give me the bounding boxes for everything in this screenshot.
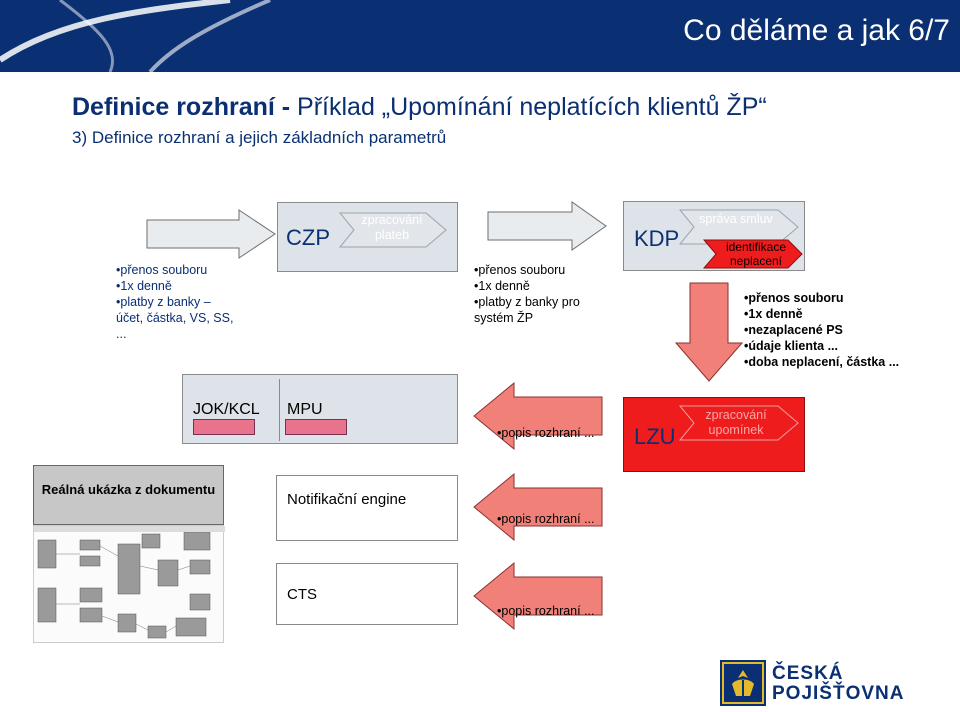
document-diagram-icon [34,526,225,639]
sample-document-thumbnail [33,525,225,643]
process-chevron-icon [338,212,447,248]
kdp-label: KDP [634,226,680,251]
left-bullet-list: přenos souboru 1x denně platby z banky –… [116,262,236,342]
bullet-item: přenos souboru [116,262,236,278]
logo-emblem-icon [722,662,764,704]
process-chevron-icon [702,239,803,269]
arrow-left-icon [473,472,603,542]
bullet-item: 1x denně [116,278,236,294]
mid-bullet-list: přenos souboru 1x denně platby z banky p… [474,262,614,326]
arrow-right-icon [487,201,607,251]
bullet-item: 1x denně [744,306,954,322]
jok-indicator [193,419,255,435]
page-subheading: 3) Definice rozhraní a jejich základních… [72,128,447,147]
kdp-arrow2-text: identifikace neplacení [725,240,787,268]
czp-label: CZP [286,225,330,250]
heading-bold: Definice rozhraní - [72,93,298,121]
logo-text: ČESKÁ POJIŠŤOVNA [772,664,904,704]
kdp-box: KDP správa smluv identifikace neplacení [623,201,805,271]
bullet-item: přenos souboru [474,262,614,278]
interface-description: popis rozhraní ... [497,512,594,526]
lzu-arrow-text: zpracování upomínek [705,408,767,437]
arrow-right-icon [146,209,276,259]
bullet-item: platby z banky pro systém ŽP [474,294,614,326]
interface-description: popis rozhraní ... [497,426,594,440]
sample-title: Reálná ukázka z dokumentu [41,482,216,497]
cts-box: CTS [276,563,458,625]
notification-engine-label: Notifikační engine [287,491,407,508]
jok-label: JOK/KCL [193,401,260,418]
slide-title: Co děláme a jak 6/7 [683,14,950,47]
notification-engine-box: Notifikační engine [276,475,458,541]
czp-box: CZP zpracování plateb [277,202,458,272]
logo-line1: ČESKÁ [772,663,844,684]
bullet-item: platby z banky – účet, částka, VS, SS, .… [116,294,236,342]
arrow-left-icon [473,561,603,631]
mpu-label: MPU [287,401,323,418]
bullet-item: přenos souboru [744,290,954,306]
kdp-arrow1-text: správa smluv [699,212,773,226]
header-bar: Co děláme a jak 6/7 [0,0,960,72]
logo-mark [720,660,766,706]
lzu-box: LZU zpracování upomínek [623,397,805,472]
bullet-item: údaje klienta ... [744,338,954,354]
lzu-label: LZU [634,424,676,449]
czp-arrow-text: zpracování plateb [361,213,423,242]
page-heading: Definice rozhraní - Příklad „Upomínání n… [72,93,767,122]
decorative-curves [0,0,271,72]
divider [279,379,280,441]
bullet-item: doba neplacení, částka ... [744,354,954,370]
process-chevron-icon [678,405,799,441]
bullet-item: nezaplacené PS [744,322,954,338]
sample-title-box: Reálná ukázka z dokumentu [33,465,224,525]
logo-line2: POJIŠŤOVNA [772,683,905,704]
bullet-item: 1x denně [474,278,614,294]
heading-normal: Příklad „Upomínání neplatících klientů Ž… [297,93,767,121]
footer [0,648,960,712]
mpu-indicator [285,419,347,435]
cts-label: CTS [287,586,317,603]
interface-description: popis rozhraní ... [497,604,594,618]
jok-mpu-box: JOK/KCL MPU [182,374,458,444]
right-bullet-list: přenos souboru 1x denně nezaplacené PS ú… [744,290,954,370]
arrow-down-icon [674,282,744,382]
